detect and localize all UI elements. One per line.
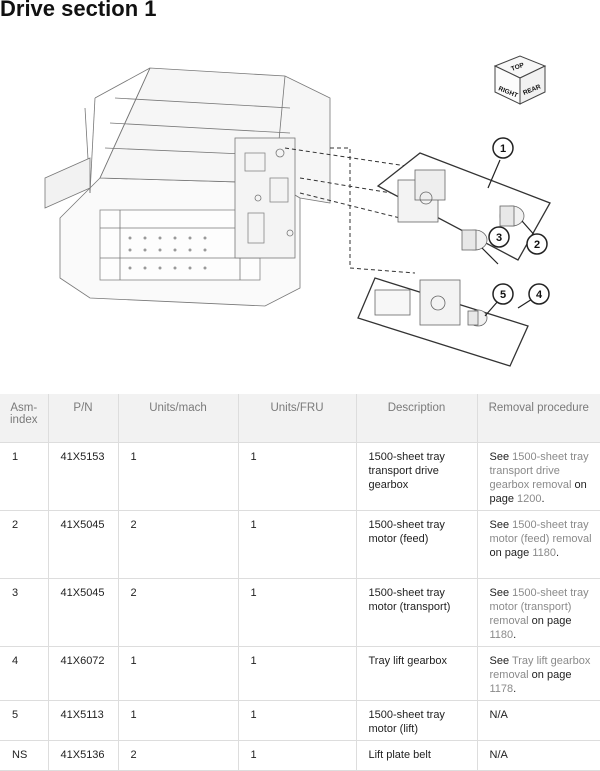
header-units-mach: Units/mach <box>118 394 239 443</box>
removal-suffix: . <box>513 629 517 641</box>
orientation-top-label: TOP <box>510 62 525 73</box>
description-cell: 1500-sheet tray transport drive gearbox <box>356 442 478 511</box>
callout-1-label: 1 <box>500 143 506 155</box>
description-cell: 1500-sheet tray motor (transport) <box>356 578 478 647</box>
units-mach-cell: 1 <box>118 646 239 701</box>
motor-transport <box>461 229 488 251</box>
removal-procedure-cell: See 1500-sheet tray motor (feed) removal… <box>477 510 600 579</box>
motor-lift <box>467 309 488 327</box>
parts-table: Asm-index P/N Units/mach Units/FRU Descr… <box>0 394 600 771</box>
table-header-row: Asm-index P/N Units/mach Units/FRU Descr… <box>0 394 600 443</box>
removal-procedure-cell: N/A <box>477 700 600 741</box>
description-cell: 1500-sheet tray motor (lift) <box>356 700 478 741</box>
parts-illustration: 1 2 3 4 5 TOP RIGHT REAR <box>44 55 551 367</box>
asm-index-cell: 4 <box>0 646 49 701</box>
removal-link[interactable]: 1500-sheet tray transport drive gearbox … <box>489 451 589 491</box>
removal-procedure-cell: See 1500-sheet tray transport drive gear… <box>477 442 600 511</box>
header-asm-index: Asm-index <box>0 394 49 443</box>
callout-5-label: 5 <box>500 289 506 301</box>
pn-cell: 41X5045 <box>48 510 119 579</box>
removal-text: on page <box>489 479 587 505</box>
removal-prefix: See <box>489 655 512 667</box>
header-units-fru: Units/FRU <box>238 394 357 443</box>
callout-4 <box>528 283 550 305</box>
units-fru-cell: 1 <box>238 646 357 701</box>
lift-gearbox <box>374 279 461 326</box>
motor-feed <box>499 205 525 227</box>
units-mach-cell: 1 <box>118 700 239 741</box>
units-fru-cell: 1 <box>238 578 357 647</box>
pn-cell: 41X5136 <box>48 740 119 771</box>
asm-index-cell: 3 <box>0 578 49 647</box>
units-mach-cell: 2 <box>118 740 239 771</box>
units-mach-cell: 2 <box>118 510 239 579</box>
removal-prefix: See <box>489 587 513 599</box>
orientation-cube-icon <box>493 55 547 105</box>
header-removal-procedure: Removal procedure <box>477 394 600 443</box>
callout-4-label: 4 <box>536 289 543 301</box>
callout-3-label: 3 <box>496 232 502 244</box>
removal-text: on page <box>489 547 533 559</box>
removal-prefix: See <box>489 451 513 463</box>
tray-frame <box>44 67 331 307</box>
header-pn: P/N <box>48 394 119 443</box>
pn-cell: 41X5045 <box>48 578 119 647</box>
description-cell: Tray lift gearbox <box>356 646 478 701</box>
asm-index-cell: 1 <box>0 442 49 511</box>
callout-3 <box>488 226 510 248</box>
units-fru-cell: 1 <box>238 442 357 511</box>
removal-prefix: See <box>489 519 513 531</box>
units-fru-cell: 1 <box>238 510 357 579</box>
section-title: Drive section 1 <box>0 0 157 21</box>
removal-page-link[interactable]: 1178 <box>489 683 514 695</box>
removal-procedure-cell: See 1500-sheet tray motor (transport) re… <box>477 578 600 647</box>
removal-procedure-cell: N/A <box>477 740 600 771</box>
units-fru-cell: 1 <box>238 700 357 741</box>
pn-cell: 41X5113 <box>48 700 119 741</box>
callout-1 <box>492 137 514 159</box>
asm-index-cell: 5 <box>0 700 49 741</box>
callout-2-label: 2 <box>534 239 540 251</box>
removal-page-link[interactable]: 1200 <box>517 493 542 505</box>
asm-index-cell: NS <box>0 740 49 771</box>
removal-link[interactable]: Tray lift gearbox removal <box>489 655 591 681</box>
callout-5 <box>492 283 514 305</box>
removal-procedure-cell: See Tray lift gearbox removal on page 11… <box>477 646 600 701</box>
removal-text: N/A <box>489 749 508 761</box>
asm-index-cell: 2 <box>0 510 49 579</box>
removal-page-link[interactable]: 1180 <box>489 629 514 641</box>
removal-link[interactable]: 1500-sheet tray motor (feed) removal <box>489 519 592 545</box>
removal-suffix: . <box>541 493 545 505</box>
removal-text: on page <box>528 669 572 681</box>
removal-page-link[interactable]: 1180 <box>532 547 556 559</box>
removal-suffix: . <box>555 547 560 559</box>
callout-2 <box>526 233 548 255</box>
removal-text: N/A <box>489 709 508 721</box>
units-mach-cell: 2 <box>118 578 239 647</box>
units-mach-cell: 1 <box>118 442 239 511</box>
units-fru-cell: 1 <box>238 740 357 771</box>
pn-cell: 41X5153 <box>48 442 119 511</box>
transport-gearbox <box>397 169 446 223</box>
removal-suffix: . <box>513 683 517 695</box>
removal-text: on page <box>528 615 572 627</box>
exploded-parts-diagram: 1 2 3 4 5 TOP RIGHT REAR <box>0 28 600 390</box>
description-cell: 1500-sheet tray motor (feed) <box>356 510 478 579</box>
description-cell: Lift plate belt <box>356 740 478 771</box>
header-description: Description <box>356 394 478 443</box>
pn-cell: 41X6072 <box>48 646 119 701</box>
removal-link[interactable]: 1500-sheet tray motor (transport) remova… <box>489 587 589 627</box>
